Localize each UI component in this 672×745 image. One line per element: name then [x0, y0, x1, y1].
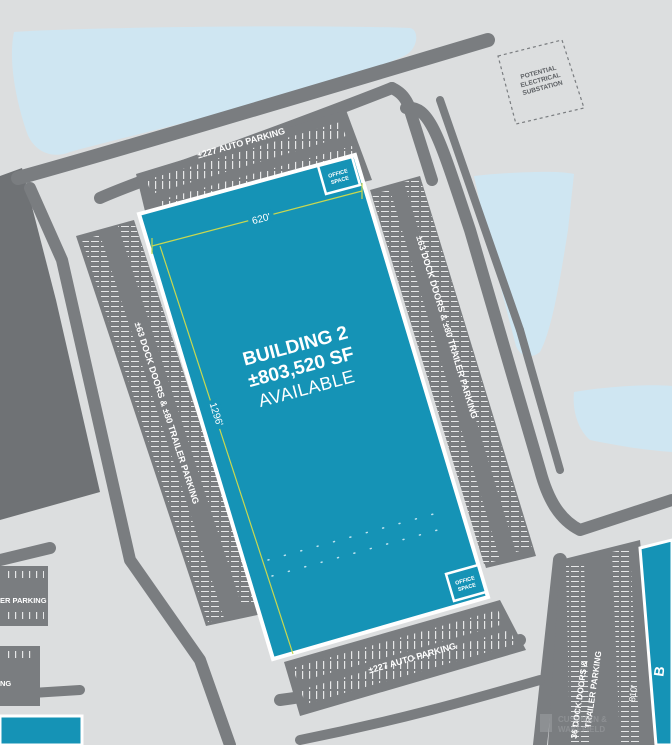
office-space-north[interactable]: OFFICE SPACE	[316, 155, 362, 196]
neighbor-parking-label-2: NG	[0, 679, 11, 688]
watermark-line-1: CUSHMAN &	[558, 715, 607, 724]
watermark: CUSHMAN & WAKEFIELD	[540, 714, 607, 734]
office-label-north-2: SPACE	[330, 175, 350, 186]
neighbor-parking-label-1: ER PARKING	[0, 596, 47, 605]
neighbor-lot-southwest	[0, 566, 84, 745]
parking-lot-south	[284, 600, 526, 716]
neighbor-dimension-label: 810'	[627, 684, 639, 702]
dimension-width: 620'	[151, 183, 363, 254]
neighbor-building-east	[548, 538, 672, 745]
watermark-line-2: WAKEFIELD	[558, 725, 605, 734]
parking-lot-east	[370, 176, 536, 568]
neighbor-building-letter: B	[650, 665, 667, 677]
building-2-footprint[interactable]	[136, 152, 491, 662]
office-label-south-1: OFFICE	[455, 575, 476, 586]
width-dimension-label: 620'	[251, 212, 272, 227]
office-label-north-1: OFFICE	[328, 168, 349, 179]
office-space-south[interactable]: OFFICE SPACE	[444, 563, 488, 603]
pond-southeast	[573, 385, 672, 452]
parking-lot-west	[76, 220, 262, 626]
building-2[interactable]: OFFICE SPACE OFFICE SPACE 620' 1296'	[136, 152, 491, 662]
neighbor-lot-west	[0, 168, 100, 520]
pond-east	[474, 171, 574, 357]
pond-north	[11, 26, 417, 155]
office-label-south-2: SPACE	[457, 582, 477, 593]
